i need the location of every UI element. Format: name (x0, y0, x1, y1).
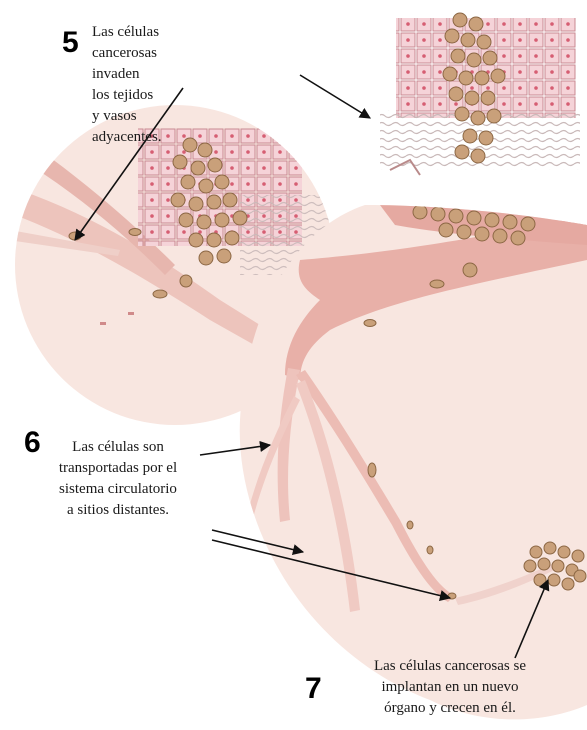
step-5-number: 5 (62, 28, 79, 58)
right-magnified-region (240, 201, 587, 719)
top-right-tissue-inset (380, 13, 580, 175)
step-6-text: Las células son transportadas por el sis… (18, 437, 218, 521)
arrow-step5-to-tissue (300, 75, 370, 118)
step-5-text: Las células cancerosas invaden los tejid… (92, 22, 162, 148)
step-7-number: 7 (305, 674, 322, 704)
step-7-text: Las células cancerosas se implantan en u… (335, 656, 565, 719)
